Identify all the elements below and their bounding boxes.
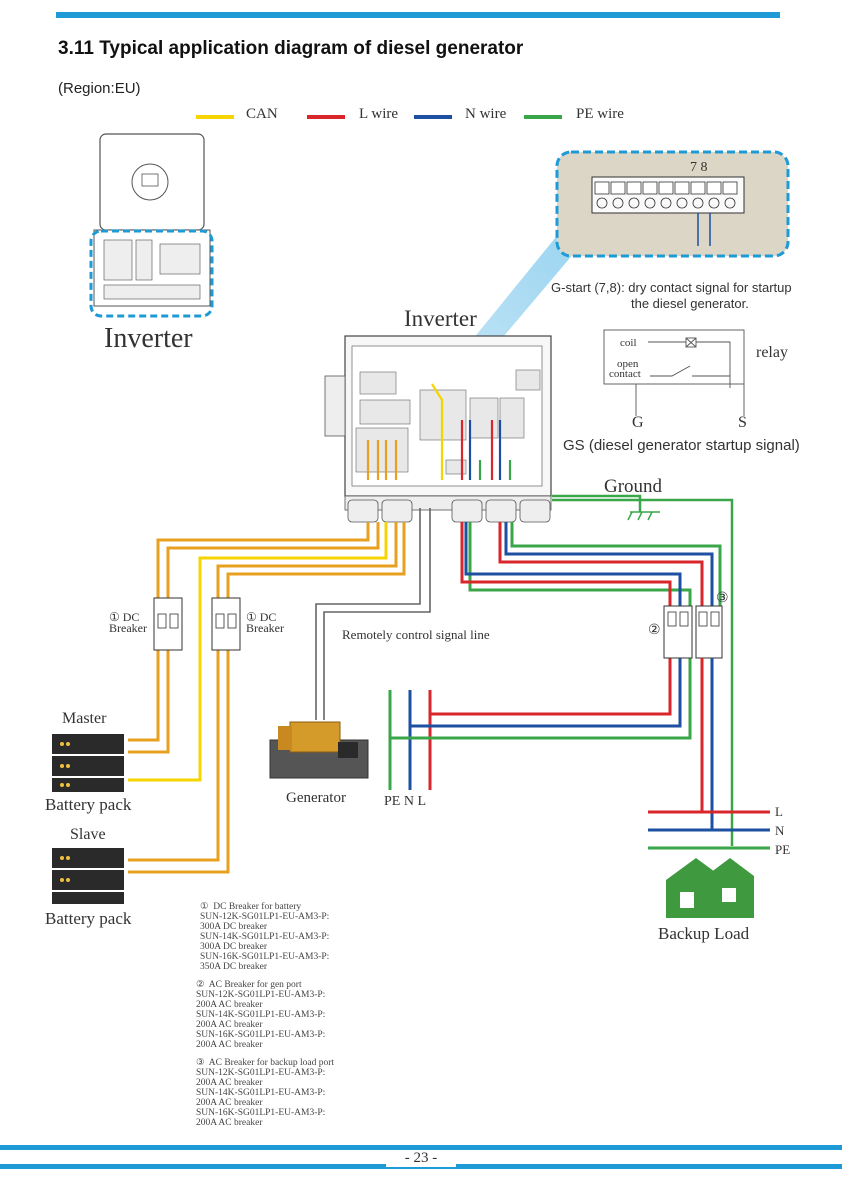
inverter-main-label: Inverter: [404, 306, 477, 331]
battery-pack-master: [52, 734, 124, 792]
load-n-label: N: [775, 823, 785, 838]
ac-breaker-gen: [663, 605, 693, 659]
generator-label: Generator: [286, 790, 346, 806]
dc-breaker-left: [153, 597, 183, 651]
page-number: - 23 -: [386, 1150, 456, 1167]
legend-l-swatch: [307, 115, 345, 119]
breaker-3-marker: ③: [716, 591, 729, 606]
legend-can-swatch: [196, 115, 234, 119]
terminal-numbers: 7 8: [690, 160, 708, 175]
ground-label: Ground: [604, 476, 663, 497]
legend-n-label: N wire: [465, 106, 507, 122]
small-inverter-highlight: [89, 229, 214, 318]
load-pe-label: PE: [775, 842, 791, 857]
small-inverter-illustration: [89, 133, 214, 318]
gstart-text-line2: the diesel generator.: [631, 296, 749, 311]
breaker-2-marker: ②: [648, 623, 661, 638]
g-label: G: [632, 414, 644, 431]
note-dc-breaker: ① DC Breaker for battery SUN-12K-SG01LP1…: [200, 902, 330, 972]
grid-pe-n-l-label: PE N L: [384, 794, 426, 809]
note-load-breaker: ③ AC Breaker for backup load port SUN-12…: [196, 1058, 335, 1128]
s-label: S: [738, 414, 747, 431]
gstart-text-line1: G-start (7,8): dry contact signal for st…: [551, 280, 792, 295]
load-l-label: L: [775, 804, 783, 819]
dc-breaker-right-label: ① DC Breaker: [246, 610, 284, 635]
terminal-block-zoom: [555, 150, 790, 258]
master-label: Master: [62, 710, 107, 727]
region-label: (Region:EU): [58, 80, 141, 97]
slave-label: Slave: [70, 826, 106, 843]
coil-label: coil: [620, 337, 637, 349]
ac-breaker-load: [695, 605, 723, 659]
battery-pack-slave: [52, 848, 124, 904]
backup-load-label: Backup Load: [658, 924, 750, 943]
relay-label: relay: [756, 344, 788, 361]
bottom-accent-bar-upper: [0, 1145, 842, 1150]
gs-caption: GS (diesel generator startup signal): [563, 437, 800, 454]
open-contact-line2: contact: [609, 368, 641, 380]
dc-breaker-left-label: ① DC Breaker: [109, 610, 147, 635]
note-gen-breaker: ② AC Breaker for gen port SUN-12K-SG01LP…: [196, 980, 326, 1050]
open-contact-line1: open: [617, 358, 639, 370]
backup-load-house-icon: [666, 858, 754, 918]
legend-pe-swatch: [524, 115, 562, 119]
legend-can-label: CAN: [246, 106, 278, 122]
dc-breaker-right: [211, 597, 241, 651]
inverter-left-label: Inverter: [104, 323, 193, 354]
legend-pe-label: PE wire: [576, 106, 624, 122]
relay-diagram: [603, 329, 745, 416]
remote-signal-label: Remotely control signal line: [342, 627, 490, 642]
battery-pack-master-label: Battery pack: [45, 795, 132, 814]
generator-illustration: [269, 721, 369, 779]
legend-l-label: L wire: [359, 106, 399, 122]
main-inverter-illustration: [324, 335, 552, 523]
battery-pack-slave-label: Battery pack: [45, 909, 132, 928]
top-accent-bar: [56, 12, 780, 18]
legend-n-swatch: [414, 115, 452, 119]
section-title: 3.11 Typical application diagram of dies…: [58, 38, 524, 59]
